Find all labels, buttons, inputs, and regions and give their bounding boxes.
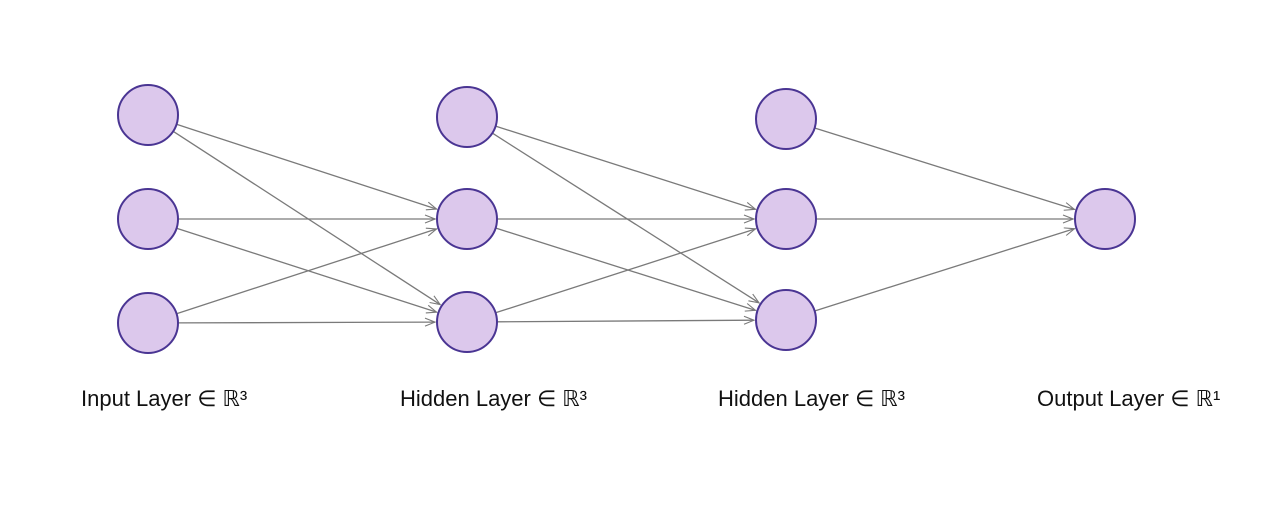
edge-0-0-to-1-2 (172, 130, 440, 304)
node-layer0-2 (117, 292, 179, 354)
edges (172, 123, 1075, 323)
node-layer2-1 (755, 188, 817, 250)
edge-2-2-to-3-0 (814, 229, 1075, 312)
edge-1-2-to-2-2 (496, 320, 754, 322)
layer-label-hidden-1: Hidden Layer ∈ ℝ³ (400, 386, 587, 411)
nodes (117, 84, 1136, 354)
layer-label-hidden-2: Hidden Layer ∈ ℝ³ (718, 386, 905, 411)
node-layer1-0 (436, 86, 498, 148)
node-layer2-0 (755, 88, 817, 150)
node-layer3-0 (1074, 188, 1136, 250)
node-layer1-1 (436, 188, 498, 250)
edge-0-1-to-1-2 (176, 227, 437, 312)
edge-2-0-to-3-0 (814, 127, 1075, 209)
edge-1-2-to-2-1 (495, 229, 756, 314)
node-layer0-0 (117, 84, 179, 146)
edge-0-2-to-1-1 (176, 229, 437, 315)
node-layer0-1 (117, 188, 179, 250)
edge-0-0-to-1-1 (176, 123, 437, 209)
layer-label-output: Output Layer ∈ ℝ¹ (1037, 386, 1221, 411)
edge-1-0-to-2-2 (491, 132, 759, 303)
node-layer1-2 (436, 291, 498, 353)
layer-label-input: Input Layer ∈ ℝ³ (81, 386, 248, 411)
edge-1-1-to-2-2 (495, 227, 756, 310)
node-layer2-2 (755, 289, 817, 351)
edge-1-0-to-2-1 (495, 125, 756, 209)
edge-0-2-to-1-2 (177, 322, 435, 323)
